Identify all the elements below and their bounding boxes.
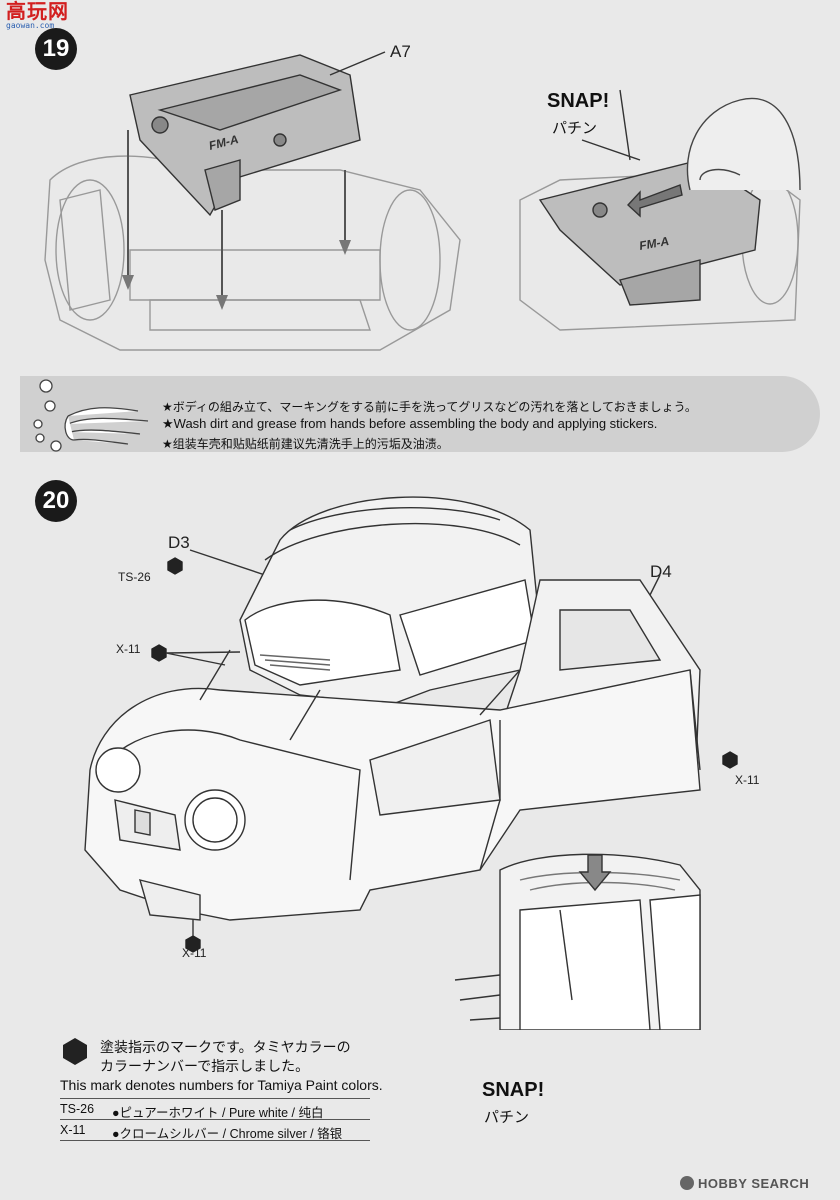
hand-wash-note-banner	[20, 376, 820, 452]
legend-divider	[60, 1140, 370, 1141]
legend-code-x11: X-11	[60, 1123, 86, 1137]
paint-mark-legend-icon	[63, 1038, 87, 1065]
note-line-en: ★Wash dirt and grease from hands before …	[162, 416, 658, 431]
hobby-search-icon	[680, 1176, 694, 1190]
part-label-d3: D3	[168, 533, 190, 552]
part-label-d4: D4	[650, 562, 672, 581]
hobby-search-text: HOBBY SEARCH	[698, 1176, 810, 1191]
watermark-url: gaowan.com	[6, 21, 55, 30]
paint-label-x11-right: X-11	[735, 773, 760, 787]
legend-divider	[60, 1098, 370, 1099]
wash-hands-icon	[33, 379, 149, 452]
legend-code-ts26: TS-26	[60, 1102, 95, 1116]
note-line-jp: ★ボディの組み立て、マーキングをする前に手を洗ってグリスなどの汚れを落としておき…	[162, 400, 697, 414]
step19-snap-jp-label: パチン	[552, 120, 598, 137]
step19-illustration: FM-A FM-A	[44, 51, 801, 351]
legend-desc-ts26: ●ピュアーホワイト / Pure white / 纯白	[112, 1106, 324, 1120]
paint-label-x11-top: X-11	[116, 642, 141, 656]
legend-en: This mark denotes numbers for Tamiya Pai…	[60, 1077, 383, 1093]
paint-hex-marker	[167, 557, 183, 575]
part-label-a7: A7	[390, 42, 411, 61]
note-line-cn: ★组装车壳和贴贴纸前建议先清洗手上的污垢及油渍。	[162, 437, 449, 451]
watermark-brand: 高玩网	[6, 1, 69, 23]
step20-snap-label: SNAP!	[482, 1079, 545, 1101]
legend-jp-line2: カラーナンバーで指示しました。	[100, 1058, 310, 1074]
step20-illustration	[84, 496, 738, 1030]
step-20-badge: 20	[35, 480, 77, 522]
watermark-logo: 高玩网 gaowan.com	[6, 2, 76, 30]
legend-divider	[60, 1119, 370, 1120]
svg-text:FM-A: FM-A	[638, 234, 670, 253]
legend-jp-line1: 塗装指示のマークです。タミヤカラーの	[100, 1039, 351, 1055]
step-19-badge: 19	[35, 28, 77, 70]
step20-snap-jp-label: パチン	[484, 1109, 530, 1126]
step19-snap-label: SNAP!	[547, 90, 610, 112]
legend-desc-x11: ●クロームシルバー / Chrome silver / 铬银	[112, 1127, 343, 1141]
hobby-search-logo: HOBBY SEARCH	[680, 1176, 809, 1191]
paint-label-ts26: TS-26	[118, 570, 151, 584]
